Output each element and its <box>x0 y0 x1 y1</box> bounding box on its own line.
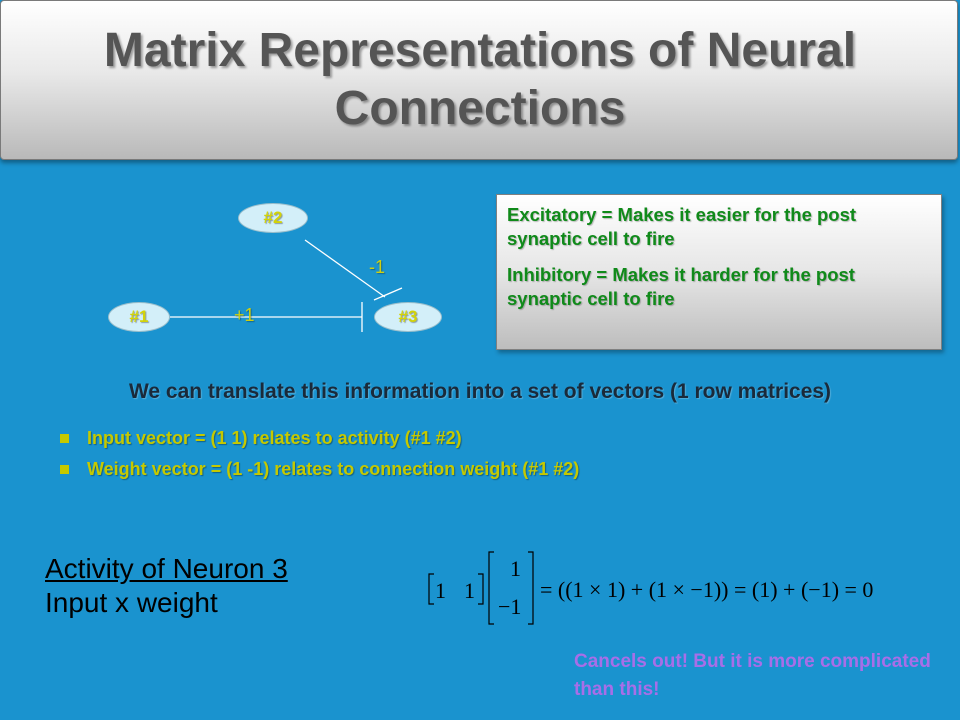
square-bullet-icon <box>60 434 69 443</box>
column-vector-left-bracket <box>488 551 494 625</box>
column-vector-right-bracket <box>528 551 534 625</box>
neuron-3-label: #3 <box>398 307 418 326</box>
matrix-equation: 1 1 1 −1 = ((1 × 1) + (1 × −1)) = (1) + … <box>428 551 873 625</box>
synapse-bar-2-3 <box>373 287 403 301</box>
activity-block: Activity of Neuron 3 Input x weight <box>45 552 288 620</box>
square-bullet-icon <box>60 465 69 474</box>
weight-label-1-3: +1 <box>234 305 255 325</box>
bullet-input-vector: Input vector = (1 1) relates to activity… <box>60 428 920 449</box>
inhibitory-definition: Inhibitory = Makes it harder for the pos… <box>507 264 855 309</box>
cancels-out-note: Cancels out! But it is more complicated … <box>574 651 931 700</box>
row-vector-a: 1 <box>435 578 446 603</box>
column-vector-bottom: −1 <box>498 594 521 619</box>
bullet-input-vector-text: Input vector = (1 1) relates to activity… <box>87 428 462 448</box>
bullet-weight-vector: Weight vector = (1 -1) relates to connec… <box>60 459 920 480</box>
slide-title-line2: Connections <box>334 82 626 135</box>
row-vector-b: 1 <box>464 578 475 603</box>
neuron-2-label: #2 <box>263 208 283 227</box>
translate-statement: We can translate this information into a… <box>128 380 832 403</box>
excitatory-definition: Excitatory = Makes it easier for the pos… <box>507 204 857 249</box>
neuron-3: #3 <box>374 302 442 332</box>
definition-box: Excitatory = Makes it easier for the pos… <box>496 194 942 350</box>
row-vector-left-bracket <box>428 573 434 605</box>
neuron-1-label: #1 <box>129 307 149 326</box>
neuron-2: #2 <box>238 203 308 233</box>
slide-title-line1: Matrix Representations of Neural <box>103 24 857 77</box>
weight-label-2-3: -1 <box>369 257 386 277</box>
row-vector-right-bracket <box>478 573 484 605</box>
column-vector-top: 1 <box>510 556 521 581</box>
bullet-weight-vector-text: Weight vector = (1 -1) relates to connec… <box>87 459 580 479</box>
title-banner <box>0 0 958 160</box>
activity-subheading: Input x weight <box>45 587 218 618</box>
slide-title: Matrix Representations of Neural Connect… <box>0 22 960 138</box>
equation-rhs: = ((1 × 1) + (1 × −1)) = (1) + (−1) = 0 <box>540 577 873 602</box>
neuron-1: #1 <box>108 302 170 332</box>
vector-bullet-list: Input vector = (1 1) relates to activity… <box>60 428 920 490</box>
activity-heading: Activity of Neuron 3 <box>45 553 288 584</box>
